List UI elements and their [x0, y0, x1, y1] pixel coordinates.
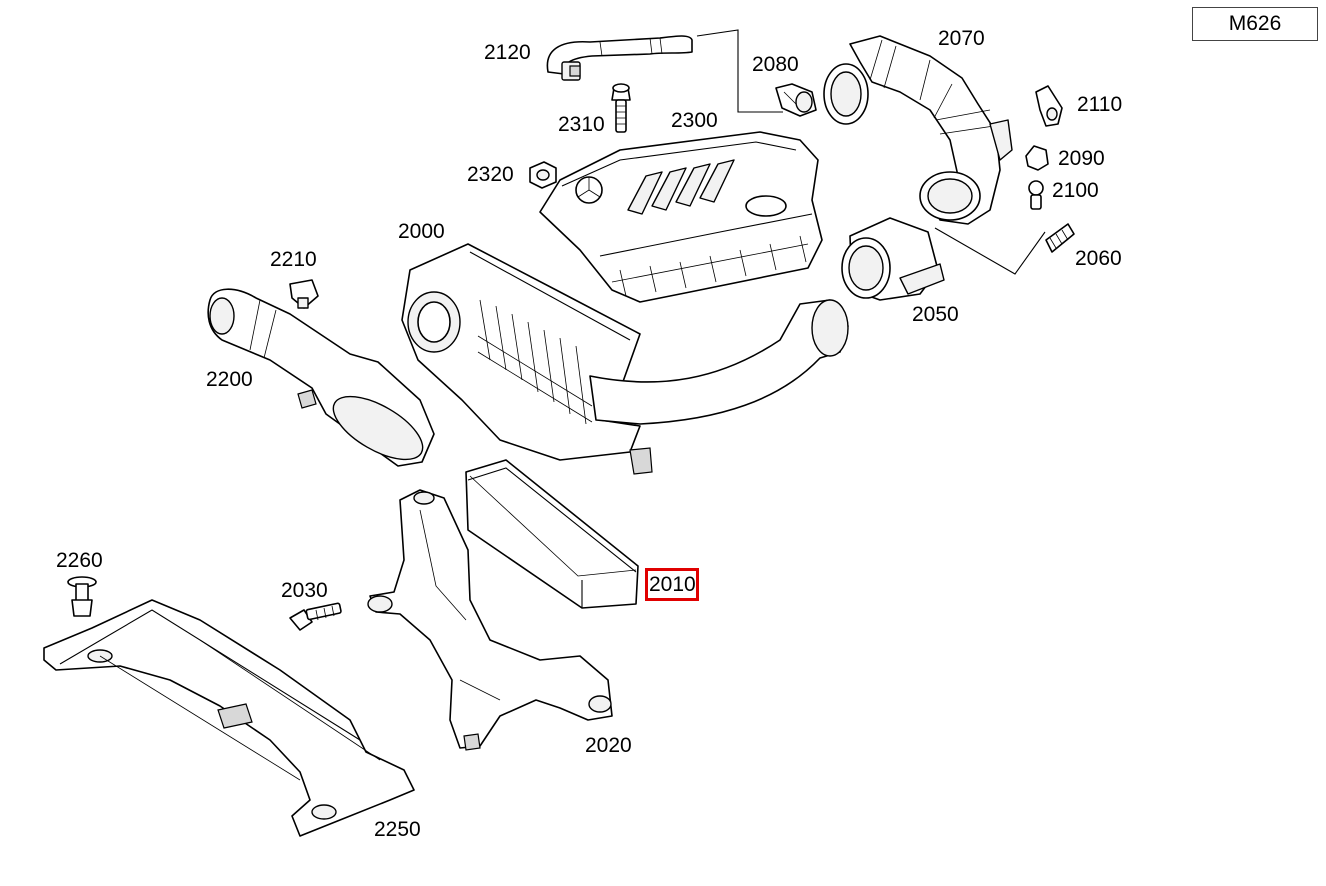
label-2030[interactable]: 2030	[281, 579, 328, 602]
label-2060[interactable]: 2060	[1075, 247, 1122, 270]
leader-lines	[696, 29, 1046, 275]
part-2300-engine-cover	[539, 131, 823, 303]
label-2090[interactable]: 2090	[1058, 147, 1105, 170]
label-2050[interactable]: 2050	[912, 303, 959, 326]
part-2120-breather-hose	[546, 35, 693, 81]
part-2210-clip	[289, 279, 319, 309]
label-2260[interactable]: 2260	[56, 549, 103, 572]
part-2110-sensor	[1035, 85, 1063, 127]
label-2310[interactable]: 2310	[558, 113, 605, 136]
part-2060-bolt	[1045, 223, 1075, 253]
part-2250-lower-bracket	[43, 599, 415, 837]
part-2260-clip	[67, 576, 97, 617]
label-2000[interactable]: 2000	[398, 220, 445, 243]
part-2080-sensor	[775, 83, 817, 117]
part-2100-stud	[1028, 180, 1044, 210]
label-2320[interactable]: 2320	[467, 163, 514, 186]
highlight-box-part-2010	[645, 568, 699, 601]
label-2070[interactable]: 2070	[938, 27, 985, 50]
part-2200-air-duct	[207, 288, 435, 467]
label-2250[interactable]: 2250	[374, 818, 421, 841]
part-2000-air-filter-housing	[401, 243, 849, 475]
label-2200[interactable]: 2200	[206, 368, 253, 391]
label-2080[interactable]: 2080	[752, 53, 799, 76]
label-2300[interactable]: 2300	[671, 109, 718, 132]
label-2210[interactable]: 2210	[270, 248, 317, 271]
model-code: M626	[1228, 12, 1282, 35]
part-2310-bolt	[611, 83, 631, 133]
label-2120[interactable]: 2120	[484, 41, 531, 64]
part-2090-nut	[1025, 145, 1049, 171]
label-2110[interactable]: 2110	[1077, 93, 1123, 116]
part-2010-filter-element	[465, 459, 639, 609]
model-code-box: M626	[1192, 7, 1318, 41]
part-2070-intake-hose	[823, 35, 1013, 225]
part-2020-bracket	[367, 489, 613, 751]
label-2020[interactable]: 2020	[585, 734, 632, 757]
part-2050-air-mass-sensor	[841, 217, 945, 301]
part-2030-bolt	[289, 602, 342, 631]
label-2010[interactable]: 2010	[649, 573, 696, 596]
part-2320-nut	[529, 161, 557, 189]
label-2100[interactable]: 2100	[1052, 179, 1099, 202]
